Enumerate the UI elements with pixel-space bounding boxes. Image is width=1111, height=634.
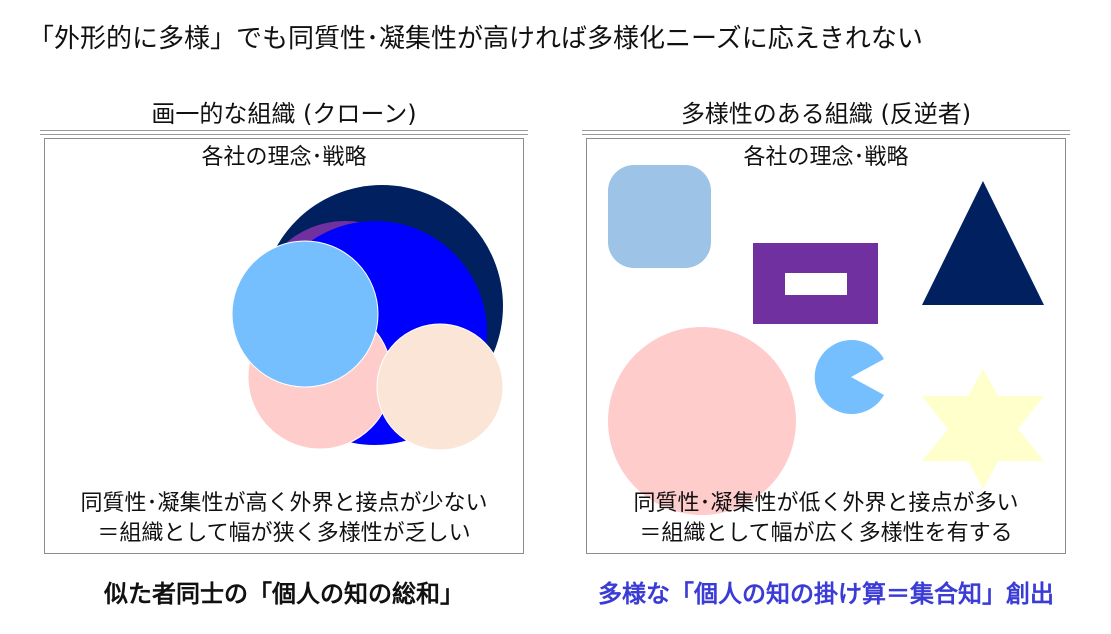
right-shapes-diagram bbox=[608, 165, 1044, 515]
star-shape bbox=[922, 369, 1044, 489]
right-description-line-1: 同質性･凝集性が低く外界と接点が多い bbox=[633, 491, 1019, 516]
left-panel-clone-organization: 各社の理念･戦略 同質性･凝集性が高く外界と接点が少ない ＝組織として幅が狭く多… bbox=[44, 138, 524, 554]
right-panel-diverse-organization: 各社の理念･戦略 同質性･凝集性が低く外界と接点が多い ＝組織として幅が広く多様… bbox=[586, 138, 1066, 554]
left-description-line-2: ＝組織として幅が狭く多様性が乏しい bbox=[97, 521, 471, 546]
left-description-line-1: 同質性･凝集性が高く外界と接点が少ない bbox=[80, 491, 488, 516]
left-footer-caption: 似た者同士の「個人の知の総和」 bbox=[104, 580, 464, 608]
pacman-shape bbox=[814, 340, 884, 415]
left-shapes-diagram bbox=[231, 185, 504, 451]
page-title: 「外形的に多様」でも同質性･凝集性が高ければ多様化ニーズに応えきれない bbox=[28, 24, 923, 54]
right-heading: 多様性のある組織 (反逆者) bbox=[680, 100, 972, 128]
left-heading-rule bbox=[40, 130, 528, 135]
purple-frame-shape bbox=[753, 243, 878, 324]
right-description-line-2: ＝組織として幅が広く多様性を有する bbox=[639, 521, 1013, 546]
right-heading-rule bbox=[582, 130, 1070, 135]
left-panel-description: 同質性･凝集性が高く外界と接点が少ない ＝組織として幅が狭く多様性が乏しい bbox=[45, 489, 523, 549]
rounded-square-shape bbox=[608, 165, 711, 268]
navy-triangle-shape bbox=[922, 181, 1044, 305]
right-panel-label: 各社の理念･戦略 bbox=[743, 145, 909, 170]
left-heading: 画一的な組織 (クローン) bbox=[151, 100, 417, 128]
right-footer-caption: 多様な「個人の知の掛け算＝集合知」創出 bbox=[598, 580, 1054, 608]
pink-large-circle bbox=[608, 327, 796, 515]
light-blue-circle bbox=[231, 240, 379, 388]
right-panel-description: 同質性･凝集性が低く外界と接点が多い ＝組織として幅が広く多様性を有する bbox=[587, 489, 1065, 549]
left-panel-label: 各社の理念･戦略 bbox=[201, 145, 367, 170]
peach-circle bbox=[376, 323, 504, 451]
